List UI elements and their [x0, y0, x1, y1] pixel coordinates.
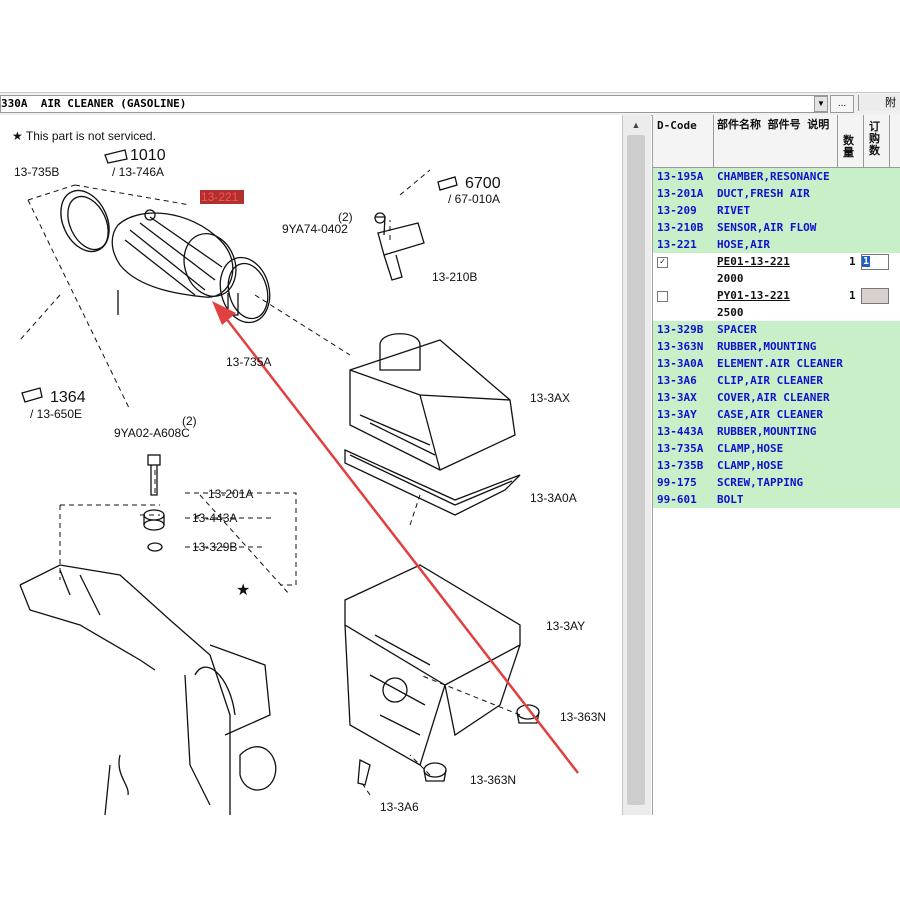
- not-serviced-note: ★ This part is not serviced.: [12, 129, 156, 143]
- diagram-scrollbar[interactable]: ▲: [622, 115, 651, 815]
- ref-1364[interactable]: 1364: [50, 389, 86, 406]
- header-d-code: D-Code: [657, 119, 697, 132]
- part-13-3a6-label[interactable]: 13-3A6: [380, 800, 419, 814]
- parts-diagram: ★ This part is not serviced. 1010 / 13-7…: [0, 115, 622, 815]
- ref-13-650e[interactable]: / 13-650E: [30, 407, 83, 421]
- not-serviced-star: ★: [236, 582, 251, 599]
- header-qty: 数量: [843, 134, 854, 159]
- highlight-box: [200, 190, 244, 204]
- header-part-name: 部件名称 部件号 说明: [717, 118, 830, 131]
- title-bar: 330A AIR CLEANER (GASOLINE) ▼ ... 附: [0, 92, 900, 116]
- header-order-qty: 订购数: [869, 120, 880, 157]
- order-qty-input[interactable]: [861, 288, 889, 304]
- qty-2-screw: (2): [338, 210, 353, 224]
- table-header: D-Code 部件名称 部件号 说明 数量 订购数: [653, 115, 900, 168]
- part-9ya74-label[interactable]: 9YA74-0402: [282, 222, 348, 236]
- qty-2-bolt: (2): [182, 414, 197, 428]
- part-qty: 1: [849, 255, 856, 268]
- select-checkbox[interactable]: [657, 291, 668, 302]
- attach-button[interactable]: 附: [858, 95, 900, 111]
- part-13-3ay-label[interactable]: 13-3AY: [546, 619, 586, 633]
- scroll-thumb[interactable]: [627, 135, 645, 805]
- exploded-view-drawing: [19, 149, 579, 815]
- diagram-title-field[interactable]: 330A AIR CLEANER (GASOLINE): [0, 95, 828, 113]
- select-checkbox[interactable]: ✓: [657, 257, 668, 268]
- part-13-735b-label[interactable]: 13-735B: [14, 165, 60, 179]
- part-year: 2500: [717, 306, 744, 319]
- chevron-down-icon[interactable]: ▼: [814, 96, 828, 112]
- part-qty: 1: [849, 289, 856, 302]
- scroll-up-icon[interactable]: ▲: [631, 120, 641, 130]
- part-13-735a-label[interactable]: 13-735A: [226, 355, 272, 369]
- part-number[interactable]: PE01-13-221: [717, 255, 790, 268]
- part-13-201a-label[interactable]: 13-201A: [208, 487, 254, 501]
- browse-button[interactable]: ...: [830, 95, 854, 113]
- part-year: 2000: [717, 272, 744, 285]
- red-arrow-head: [212, 301, 236, 325]
- red-arrow-line: [221, 312, 579, 774]
- ref-13-746a[interactable]: / 13-746A: [112, 165, 165, 179]
- ref-1010[interactable]: 1010: [130, 147, 166, 164]
- part-13-221-label[interactable]: 13-221: [201, 190, 239, 204]
- part-number[interactable]: PY01-13-221: [717, 289, 790, 302]
- ref-6700[interactable]: 6700: [465, 175, 501, 192]
- part-13-3a0a-label[interactable]: 13-3A0A: [530, 491, 577, 505]
- ref-67-010a[interactable]: / 67-010A: [448, 192, 501, 206]
- part-13-3ax-label[interactable]: 13-3AX: [530, 391, 571, 405]
- part-13-443a-label[interactable]: 13-443A: [192, 511, 238, 525]
- part-13-210b-label[interactable]: 13-210B: [432, 270, 478, 284]
- part-13-363n-label-lower[interactable]: 13-363N: [470, 773, 517, 787]
- part-number-row: PY01-13-221 2500 1: [653, 287, 900, 321]
- part-13-329b-label[interactable]: 13-329B: [192, 540, 238, 554]
- order-qty-input[interactable]: 1: [861, 254, 889, 270]
- part-13-363n-label-upper[interactable]: 13-363N: [560, 710, 607, 724]
- part-9ya02-label[interactable]: 9YA02-A608C: [114, 426, 190, 440]
- part-number-row: ✓ PE01-13-221 2000 1 1: [653, 253, 900, 287]
